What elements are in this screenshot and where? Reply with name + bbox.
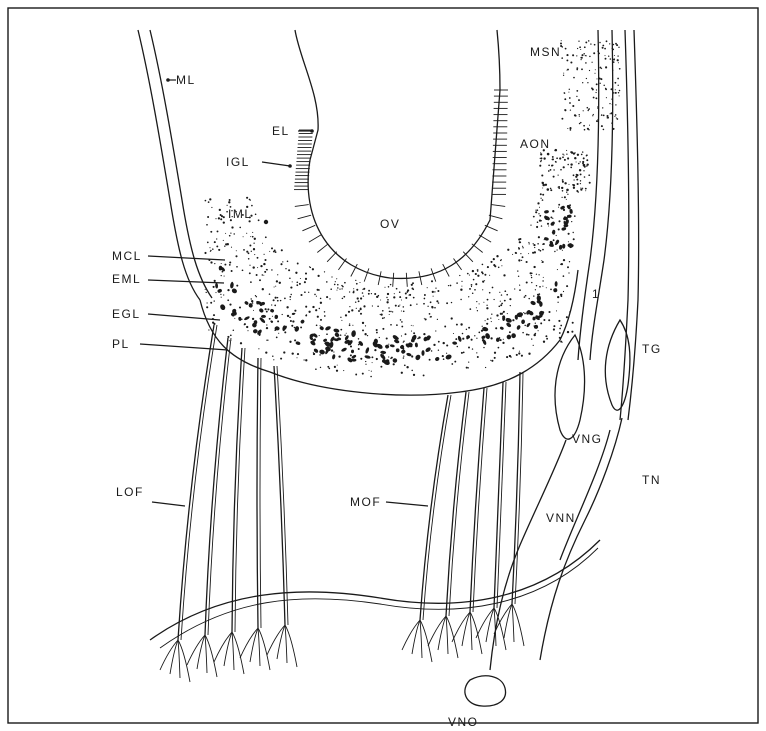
label-lof: LOF — [116, 485, 185, 506]
ventricle-wall — [295, 30, 500, 278]
label-el: EL — [272, 124, 314, 138]
msn-stipple — [560, 40, 621, 131]
svg-text:IGL: IGL — [226, 155, 250, 169]
svg-text:LOF: LOF — [116, 485, 144, 499]
label-mcl: MCL — [112, 249, 225, 263]
svg-text:IML: IML — [228, 207, 253, 221]
label-iml: IML — [228, 207, 268, 224]
vomeronasal-organ — [465, 676, 506, 706]
svg-text:MOF: MOF — [350, 495, 381, 509]
svg-text:1: 1 — [592, 287, 600, 301]
medial-olfactory-fibers — [402, 372, 524, 662]
svg-text:OV: OV — [380, 217, 400, 231]
svg-text:TG: TG — [642, 342, 662, 356]
label-one: 1 — [592, 287, 600, 301]
label-tg: TG — [642, 342, 662, 356]
vomeronasal-nerve — [490, 440, 566, 670]
label-igl: IGL — [226, 155, 292, 169]
label-vng: VNG — [572, 432, 603, 446]
svg-text:EML: EML — [112, 272, 141, 286]
tract-right-3 — [620, 30, 629, 420]
crossing-bundle-1 — [150, 540, 600, 640]
svg-text:VNN: VNN — [546, 511, 576, 525]
nerve-branch-a — [560, 430, 610, 560]
label-ml: ML — [166, 73, 195, 87]
figure-frame — [8, 8, 758, 723]
svg-text:AON: AON — [520, 137, 551, 151]
ependymal-cell-layer — [294, 90, 508, 287]
svg-text:TN: TN — [642, 473, 661, 487]
aon-stipple — [539, 149, 590, 196]
label-aon: AON — [520, 137, 551, 151]
terminal-nerve — [540, 418, 622, 660]
vomeronasal-ganglion — [555, 335, 585, 439]
label-tn: TN — [642, 473, 661, 487]
svg-text:EGL: EGL — [112, 307, 141, 321]
lateral-olfactory-fibers — [160, 325, 297, 682]
svg-text:VNO: VNO — [448, 715, 479, 729]
label-vnn: VNN — [546, 511, 576, 525]
meninges-outer-line — [138, 30, 200, 300]
svg-text:MCL: MCL — [112, 249, 142, 263]
svg-text:EL: EL — [272, 124, 290, 138]
label-msn: MSN — [530, 45, 561, 59]
svg-text:VNG: VNG — [572, 432, 603, 446]
svg-text:MSN: MSN — [530, 45, 561, 59]
label-mof: MOF — [350, 495, 428, 509]
svg-text:ML: ML — [176, 73, 196, 87]
label-ov: OV — [380, 217, 400, 231]
label-eml: EML — [112, 272, 224, 286]
trigeminal-ganglion — [605, 320, 630, 410]
label-vno: VNO — [448, 715, 479, 729]
svg-text:PL: PL — [112, 337, 130, 351]
